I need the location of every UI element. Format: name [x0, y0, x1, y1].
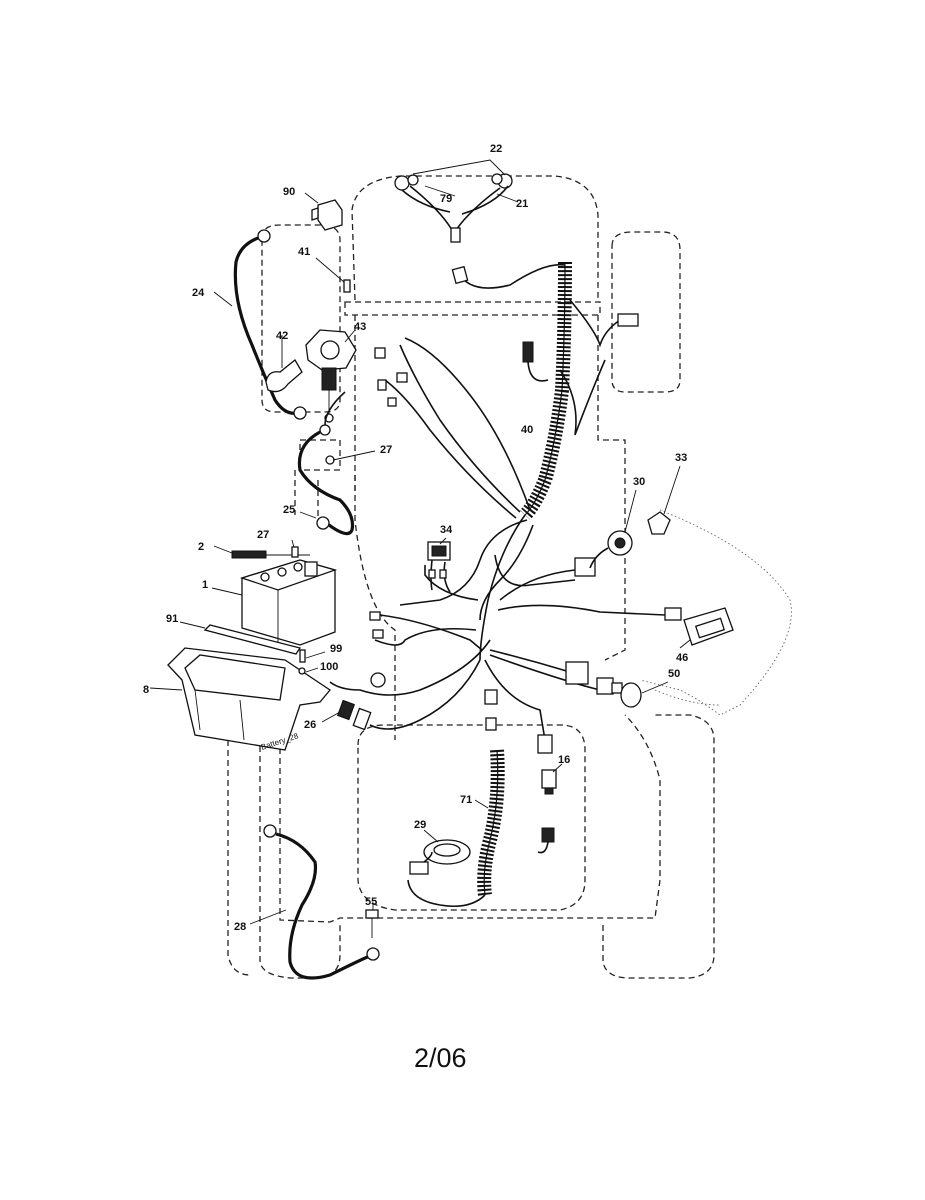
revision-date: 2/06: [414, 1043, 467, 1073]
callout-21: 21: [516, 198, 528, 210]
part-16-clip: [537, 763, 563, 854]
battery-1: [211, 539, 338, 646]
callout-55: 55: [365, 896, 377, 908]
battery-tray-8: [149, 647, 331, 751]
callout-34: 34: [440, 524, 453, 536]
callout-2: 2: [198, 541, 204, 553]
callout-46: 46: [676, 652, 688, 664]
callout-28: 28: [234, 921, 246, 933]
callout-labels: 22 79 21 90 41 24 43 42 40 27 25 27 2 1 …: [143, 143, 688, 933]
ignition-switch-30: [589, 489, 637, 569]
callout-50: 50: [668, 668, 680, 680]
main-wiring-harness: [329, 261, 682, 754]
part-46-meter: [679, 607, 734, 649]
part-29-lamp: [409, 829, 471, 875]
callout-8: 8: [143, 684, 149, 696]
callout-16: 16: [558, 754, 570, 766]
conduit-71: [407, 749, 505, 908]
callout-30: 30: [633, 476, 645, 488]
callout-40: 40: [521, 424, 533, 436]
callout-22: 22: [490, 143, 502, 155]
callout-99: 99: [330, 643, 342, 655]
switch-34: [427, 537, 451, 593]
rear-right-wheel: [602, 714, 715, 979]
callout-100: 100: [320, 661, 338, 673]
callout-29: 29: [414, 819, 426, 831]
cable-28: [249, 824, 380, 980]
fuse-26: [321, 672, 386, 731]
callout-27a: 27: [380, 444, 392, 456]
callout-91: 91: [166, 613, 178, 625]
part-50-switch: [596, 677, 669, 708]
callout-24: 24: [192, 287, 205, 299]
panel-outline: [639, 509, 792, 716]
callout-41: 41: [298, 246, 310, 258]
front-left-wheel: [261, 224, 341, 413]
part-42-boot: [265, 359, 303, 393]
starter-solenoid-43: [265, 257, 357, 423]
callout-1: 1: [202, 579, 208, 591]
callout-26: 26: [304, 719, 316, 731]
callout-42: 42: [276, 330, 288, 342]
callout-33: 33: [675, 452, 687, 464]
part-33-plug: [647, 465, 681, 535]
callout-71: 71: [460, 794, 472, 806]
callout-27b: 27: [257, 529, 269, 541]
callout-90: 90: [283, 186, 295, 198]
callout-79: 79: [440, 193, 452, 205]
cable-25: [297, 391, 376, 536]
seat-outline: [357, 724, 586, 911]
part-90-plug: [304, 192, 343, 231]
bolt-55: [365, 905, 379, 938]
headlight-assembly: [394, 159, 519, 243]
cable-24: [213, 229, 307, 420]
callout-25: 25: [283, 504, 295, 516]
callout-43: 43: [354, 321, 366, 333]
battery-strap-91: [203, 624, 302, 655]
front-right-wheel: [611, 231, 681, 393]
tractor-outline: [227, 175, 715, 979]
rear-left-wheel: [227, 719, 341, 979]
